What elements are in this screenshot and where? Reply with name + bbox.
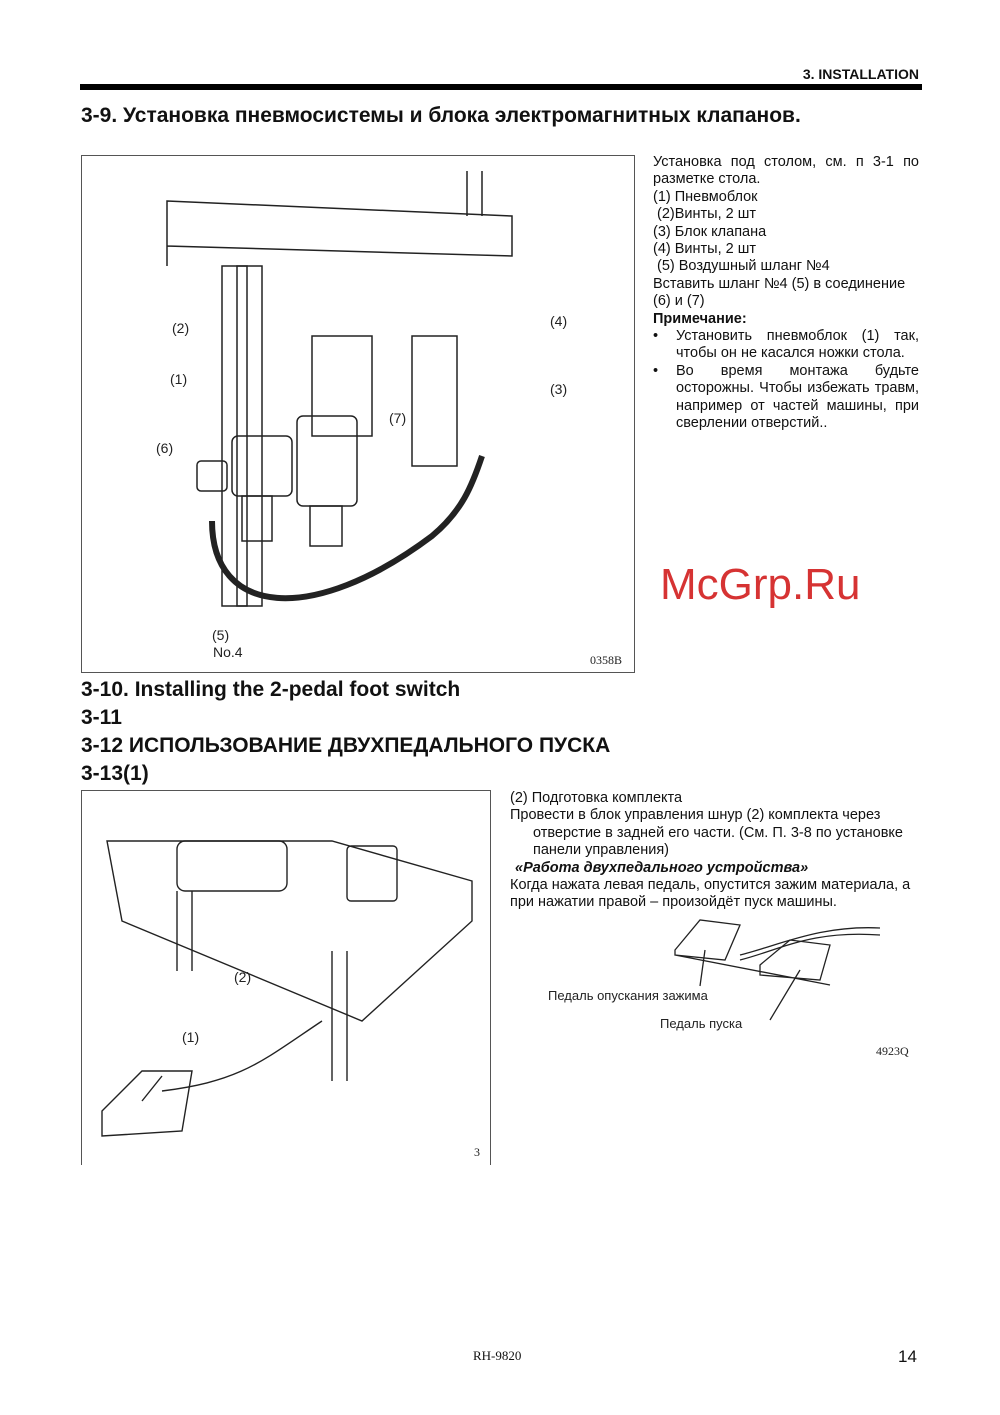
text-line: (1) Пневмоблок bbox=[653, 188, 758, 205]
foot-switch-text: (2) Подготовка комплекта Провести в блок… bbox=[510, 790, 914, 912]
label-3: (3) bbox=[550, 381, 567, 397]
start-pedal-label: Педаль пуска bbox=[660, 1016, 743, 1031]
note-bullet: •Во время монтажа будьте осторожны. Чтоб… bbox=[653, 362, 919, 432]
label-2: (2) bbox=[172, 320, 189, 336]
figure-code: 4923Q bbox=[876, 1044, 909, 1058]
pneumatic-illustration: (2) (1) (6) (7) (4) (3) (5) No.4 0358B bbox=[156, 171, 622, 667]
section-3-10: 3-10. Installing the 2-pedal foot switch bbox=[81, 678, 461, 701]
text-line: (3) Блок клапана bbox=[653, 223, 767, 240]
subheading: (2) Подготовка комплекта bbox=[510, 790, 683, 806]
label-4: (4) bbox=[550, 313, 567, 329]
label-2: (2) bbox=[234, 969, 251, 985]
pedal-illustration: Педаль опускания зажима Педаль пуска 492… bbox=[548, 919, 909, 1058]
watermark: McGrp.Ru bbox=[660, 560, 861, 609]
subtitle: «Работа двухпедального устройства» bbox=[515, 859, 809, 876]
figure-code: 0358B bbox=[590, 653, 622, 667]
text-line: (2)Винты, 2 шт bbox=[657, 206, 756, 223]
label-1: (1) bbox=[170, 371, 187, 387]
table-foot-switch-illustration: (2) (1) 3 bbox=[101, 840, 480, 1159]
section-3-13: 3-13(1) bbox=[81, 762, 149, 785]
text-line: Вставить шланг №4 (5) в соединение (6) и… bbox=[653, 275, 906, 310]
text-line: (5) Воздушный шланг №4 bbox=[657, 258, 830, 275]
label-1: (1) bbox=[182, 1029, 199, 1045]
model-footer: RH-9820 bbox=[473, 1348, 522, 1363]
foot-switch-figure: (2) (1) 3 bbox=[81, 790, 491, 1165]
section-header: 3. INSTALLATION bbox=[802, 66, 919, 82]
installation-text: Установка под столом, см. п 3-1 по разме… bbox=[653, 154, 919, 433]
section-3-12: 3-12 ИСПОЛЬЗОВАНИЕ ДВУХПЕДАЛЬНОГО ПУСКА bbox=[81, 734, 611, 757]
section-3-11: 3-11 bbox=[81, 706, 122, 729]
note-title: Примечание: bbox=[653, 310, 747, 327]
text-line: Установка под столом, см. п 3-1 по разме… bbox=[653, 154, 919, 188]
page-title: 3-9. Установка пневмосистемы и блока эле… bbox=[81, 104, 801, 127]
page-number: 14 bbox=[898, 1347, 917, 1366]
figure-code: 3 bbox=[474, 1145, 480, 1159]
pedal-figure: Педаль опускания зажима Педаль пуска 492… bbox=[540, 910, 920, 1060]
paragraph-cont: отверстие в задней его части. (См. П. 3-… bbox=[533, 824, 903, 859]
clamp-pedal-label: Педаль опускания зажима bbox=[548, 988, 709, 1003]
header-rule bbox=[80, 84, 922, 90]
label-5: (5) bbox=[212, 627, 229, 643]
pneumatic-unit-figure: (2) (1) (6) (7) (4) (3) (5) No.4 0358B bbox=[81, 155, 635, 673]
note-bullet: •Установить пневмоблок (1) так, чтобы он… bbox=[653, 328, 919, 362]
paragraph: Провести в блок управления шнур (2) комп… bbox=[510, 807, 881, 824]
label-7: (7) bbox=[389, 410, 406, 426]
text-line: (4) Винты, 2 шт bbox=[653, 241, 757, 258]
paragraph: Когда нажата левая педаль, опустится заж… bbox=[510, 877, 911, 911]
hose-no4: No.4 bbox=[213, 644, 243, 660]
label-6: (6) bbox=[156, 440, 173, 456]
